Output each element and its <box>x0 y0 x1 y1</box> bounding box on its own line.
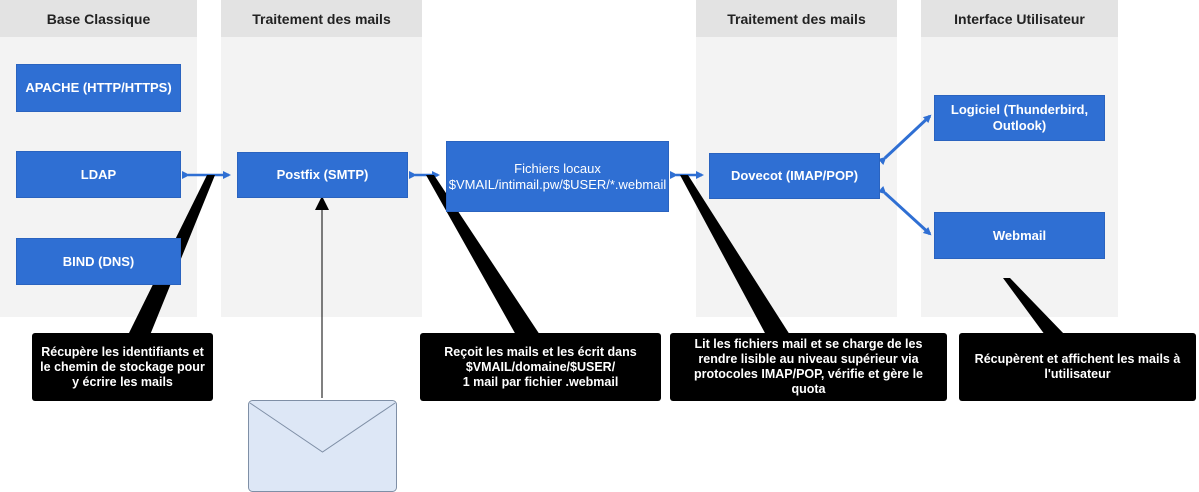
interface-callout: Récupèrent et affichent les mails à l'ut… <box>959 333 1196 401</box>
ldap-callout: Récupère les identifiants et le chemin d… <box>32 333 213 401</box>
logiciel-label: Logiciel (Thunderbird, Outlook) <box>950 102 1089 133</box>
bind-box[interactable]: BIND (DNS) <box>16 238 181 285</box>
fichiers-locaux-box[interactable]: Fichiers locaux $VMAIL/intimail.pw/$USER… <box>446 141 669 212</box>
postfix-callout-line2: $VMAIL/domaine/$USER/ <box>465 359 616 374</box>
dovecot-logiciel-connector <box>877 114 932 166</box>
ldap-callout-text: Récupère les identifiants et le chemin d… <box>40 344 205 389</box>
postfix-callout-line1: Reçoit les mails et les écrit dans <box>444 344 637 359</box>
lane-interface <box>921 37 1118 317</box>
bind-label: BIND (DNS) <box>62 253 135 269</box>
lane-header-base-classique: Base Classique <box>0 0 197 37</box>
interface-callout-pointer <box>1003 278 1065 335</box>
ldap-box[interactable]: LDAP <box>16 151 181 198</box>
lane-header-interface: Interface Utilisateur <box>921 0 1118 37</box>
logiciel-box[interactable]: Logiciel (Thunderbird, Outlook) <box>934 95 1105 141</box>
dovecot-callout-pointer <box>680 175 790 335</box>
postfix-callout-line3: 1 mail par fichier .webmail <box>462 374 619 389</box>
interface-callout-text: Récupèrent et affichent les mails à l'ut… <box>974 352 1181 381</box>
dovecot-label: Dovecot (IMAP/POP) <box>730 168 859 183</box>
postfix-callout-pointer <box>426 175 540 335</box>
envelope-icon <box>248 400 397 492</box>
postfix-box[interactable]: Postfix (SMTP) <box>237 152 408 198</box>
dovecot-webmail-connector <box>877 186 932 236</box>
apache-label: APACHE (HTTP/HTTPS) <box>25 80 172 95</box>
dovecot-callout: Lit les fichiers mail et se charge de le… <box>670 333 947 401</box>
webmail-label: Webmail <box>992 227 1047 243</box>
dovecot-box[interactable]: Dovecot (IMAP/POP) <box>709 153 880 199</box>
dovecot-callout-text: Lit les fichiers mail et se charge de le… <box>693 337 924 396</box>
postfix-callout: Reçoit les mails et les écrit dans $VMAI… <box>420 333 661 401</box>
lane-header-traitement-2: Traitement des mails <box>696 0 897 37</box>
apache-box[interactable]: APACHE (HTTP/HTTPS) <box>16 64 181 112</box>
lane-header-traitement-1: Traitement des mails <box>221 0 422 37</box>
postfix-label: Postfix (SMTP) <box>276 167 369 182</box>
ldap-label: LDAP <box>80 166 117 182</box>
webmail-box[interactable]: Webmail <box>934 212 1105 259</box>
fichiers-label-line1: Fichiers locaux <box>514 160 601 176</box>
fichiers-label-line2: $VMAIL/intimail.pw/$USER/*.webmail <box>448 176 667 192</box>
